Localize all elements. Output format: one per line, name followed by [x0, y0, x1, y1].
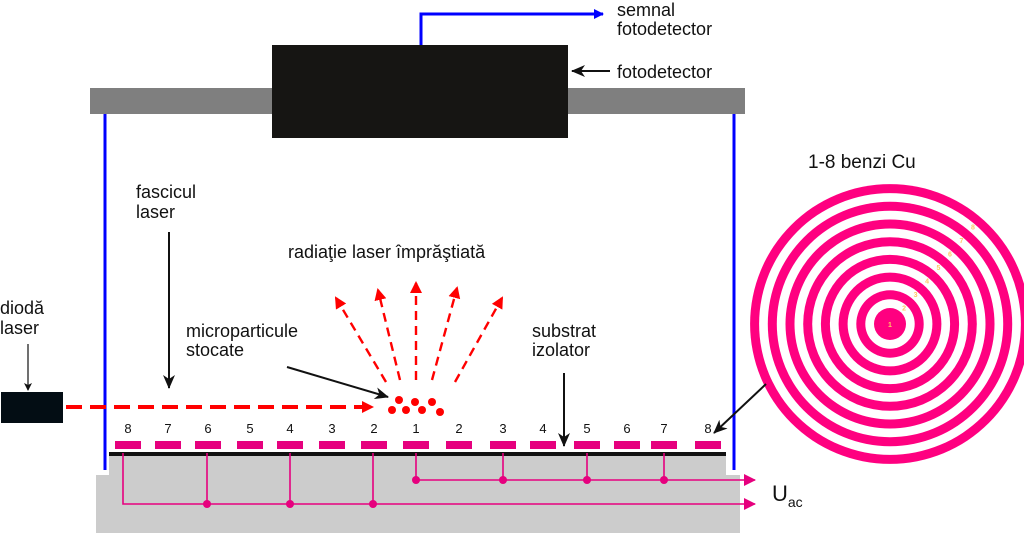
particle: [418, 406, 426, 414]
electrode: [530, 441, 556, 449]
ray: [430, 286, 461, 381]
microparticles: [388, 396, 444, 416]
laser-diode: [1, 392, 63, 423]
electrode: [695, 441, 721, 449]
node: [583, 476, 591, 484]
particle: [388, 406, 396, 414]
electrode-number: 5: [246, 421, 253, 436]
bands-title: 1-8 benzi Cu: [808, 152, 916, 173]
electrode-number: 6: [204, 421, 211, 436]
copper-bands-target: 1 2 34 567 8: [750, 184, 1024, 464]
node: [286, 500, 294, 508]
signal-line: [419, 9, 604, 45]
particles-arrow: [286, 366, 389, 400]
scattered-rays: [334, 281, 504, 383]
particle: [402, 406, 410, 414]
ray: [334, 296, 388, 383]
detector-label: fotodetector: [617, 62, 712, 82]
beam-label-2: laser: [136, 202, 175, 222]
substrate-label-1: substrat: [532, 321, 596, 341]
electrode: [115, 441, 141, 449]
electrode-number: 5: [583, 421, 590, 436]
electrode: [361, 441, 387, 449]
particles-label-2: stocate: [186, 340, 244, 360]
band-number: 4: [925, 279, 929, 286]
particle: [436, 408, 444, 416]
wire-even: [122, 453, 756, 510]
electrode-number: 7: [164, 421, 171, 436]
substrate-label-2: izolator: [532, 340, 590, 360]
band-number: 3: [914, 292, 918, 299]
band-number: 1: [888, 322, 892, 329]
node: [660, 476, 668, 484]
electrode-number: 8: [124, 421, 131, 436]
electrode: [277, 441, 303, 449]
copper-band-center: [882, 316, 898, 332]
particle: [411, 398, 419, 406]
wire-nodes: [203, 476, 668, 508]
electrode: [490, 441, 516, 449]
electrode-number: 3: [328, 421, 335, 436]
electrode: [403, 441, 429, 449]
electrode-number: 6: [623, 421, 630, 436]
electrode-number: 1: [412, 421, 419, 436]
electrode: [319, 441, 345, 449]
electrode: [574, 441, 600, 449]
scattered-label: radiaţie laser împrăştiată: [288, 242, 486, 262]
node: [203, 500, 211, 508]
electrode: [155, 441, 181, 449]
voltage-label: Uac: [772, 481, 803, 510]
signal-label-2: fotodetector: [617, 19, 712, 39]
electrode: [237, 441, 263, 449]
electrode: [614, 441, 640, 449]
ray: [374, 288, 402, 381]
electrode: [195, 441, 221, 449]
particle: [395, 396, 403, 404]
voltage-sub: ac: [788, 494, 803, 510]
electrode-number: 8: [704, 421, 711, 436]
substrate-base: [96, 456, 740, 533]
voltage-main: U: [772, 481, 788, 506]
node: [499, 476, 507, 484]
diode-label-1: diodă: [0, 298, 45, 318]
photodetector-block: [272, 45, 568, 138]
electrodes: 8 7 6 5 4 3 2 1 2 3 4 5 6 7 8: [115, 421, 721, 449]
band-arrow: [713, 383, 767, 434]
band-number: 2: [902, 305, 906, 312]
node: [412, 476, 420, 484]
electrode-number: 2: [455, 421, 462, 436]
electrode-number: 4: [286, 421, 293, 436]
diode-label-2: laser: [0, 318, 39, 338]
beam-label-1: fascicul: [136, 182, 196, 202]
band-number: 7: [959, 238, 963, 245]
electrode: [651, 441, 677, 449]
electrode-number: 3: [499, 421, 506, 436]
band-number: 6: [948, 252, 952, 259]
band-number: 5: [937, 265, 941, 272]
electrode: [446, 441, 472, 449]
electrode-number: 2: [370, 421, 377, 436]
band-number: 8: [971, 225, 975, 232]
particles-label-1: microparticule: [186, 321, 298, 341]
ray: [453, 296, 504, 383]
signal-label-1: semnal: [617, 0, 675, 20]
particle: [428, 398, 436, 406]
node: [369, 500, 377, 508]
electrode-number: 4: [539, 421, 546, 436]
electrode-number: 7: [660, 421, 667, 436]
